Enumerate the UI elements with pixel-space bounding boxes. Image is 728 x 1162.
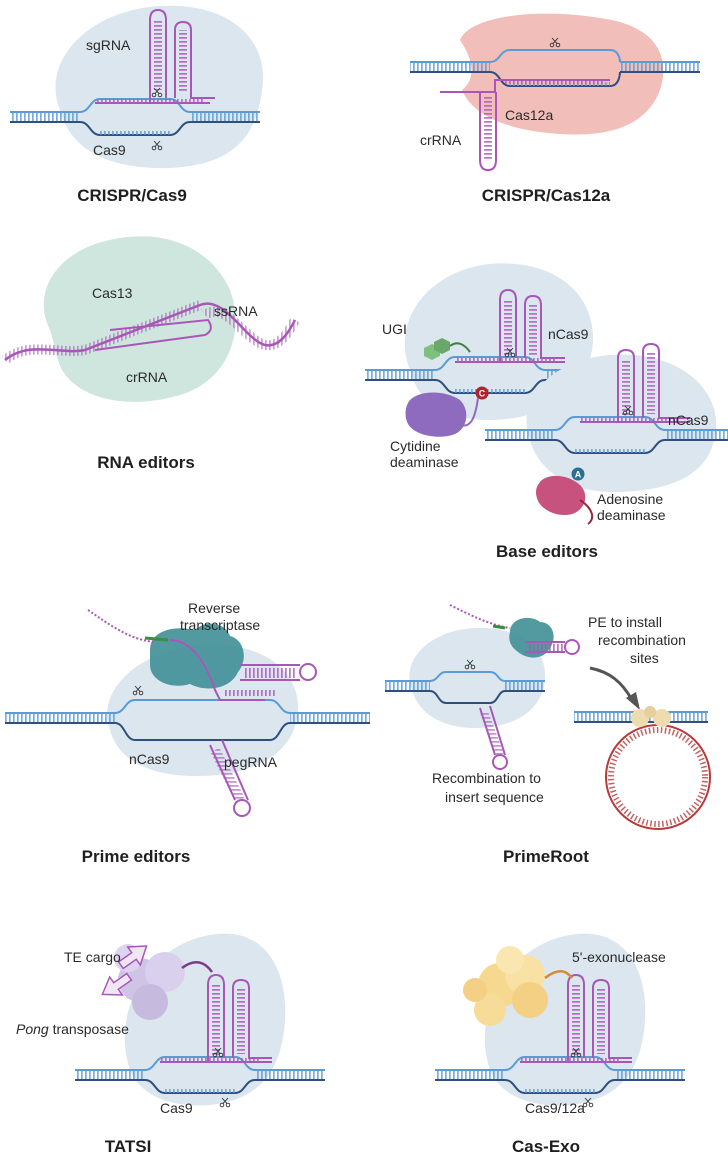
svg-text:A: A [575, 470, 582, 480]
label-adenosine: Adenosine [597, 491, 663, 507]
cas13-protein [43, 236, 236, 402]
label-cas12a: Cas12a [505, 107, 553, 123]
c-badge: C [475, 386, 489, 400]
label-crrna-rna: crRNA [126, 369, 168, 385]
title-primeroot: PrimeRoot [503, 847, 589, 866]
label-tatsi-cas9: Cas9 [160, 1100, 193, 1116]
title-prime-editors: Prime editors [82, 847, 191, 866]
svg-text:C: C [479, 389, 486, 399]
arrow-icon [589, 666, 634, 701]
title-cas-exo: Cas-Exo [512, 1137, 580, 1156]
ssrna-strand [1, 300, 300, 365]
label-pe-3: sites [630, 650, 659, 666]
label-transcriptase: transcriptase [180, 617, 260, 633]
label-rec-2: insert sequence [445, 789, 544, 805]
label-cas9-12a: Cas9/12a [525, 1100, 585, 1116]
panel-primeroot: PE to install recombination sites Recomb… [385, 604, 711, 866]
prime-dna [5, 699, 370, 741]
label-crrna: crRNA [420, 132, 462, 148]
label-pong-transposase: Pong transposase [16, 1021, 129, 1037]
label-te-cargo: TE cargo [64, 949, 121, 965]
label-ncas9-bottom: nCas9 [668, 412, 709, 428]
label-ugi: UGI [382, 321, 407, 337]
top-sgrna [455, 288, 565, 363]
label-deaminase-c: deaminase [390, 454, 459, 470]
label-cas9: Cas9 [93, 142, 126, 158]
panel-rna-editors: Cas13 ssRNA crRNA RNA editors [1, 236, 300, 472]
ncas9-bottom-protein [526, 354, 717, 493]
title-base-editors: Base editors [496, 542, 598, 561]
label-cytidine: Cytidine [390, 438, 441, 454]
bottom-sgrna [580, 342, 690, 423]
label-reverse: Reverse [188, 600, 240, 616]
cytidine-deaminase-enzyme [405, 392, 467, 437]
title-crispr-cas12a: CRISPR/Cas12a [482, 186, 611, 205]
tatsi-sgrna [160, 973, 272, 1063]
panel-crispr-cas12a: Cas12a crRNA CRISPR/Cas12a [410, 13, 700, 205]
title-crispr-cas9: CRISPR/Cas9 [77, 186, 187, 205]
panel-tatsi: TE cargo Pong transposase Cas9 TATSI [16, 933, 326, 1156]
label-pegrna: pegRNA [224, 754, 278, 770]
primeroot-dna [385, 671, 545, 704]
cas12a-protein [460, 13, 664, 135]
label-rec-1: Recombination to [432, 770, 541, 786]
label-ncas9-prime: nCas9 [129, 751, 170, 767]
label-pe-1: PE to install [588, 614, 662, 630]
pegrna-structure [87, 609, 317, 817]
ugi-domain [424, 338, 471, 360]
donor-circle [605, 724, 711, 830]
crrna-structure [440, 79, 610, 172]
panel-base-editors: C UGI nCas9 Cytidine deaminase A nCas9 A… [364, 263, 728, 561]
label-deaminase-a: deaminase [597, 507, 666, 523]
panel-cas-exo: 5'-exonuclease Cas9/12a Cas-Exo [434, 933, 686, 1156]
label-exonuclease: 5'-exonuclease [572, 949, 666, 965]
reverse-transcriptase-enzyme [150, 623, 244, 689]
arrow-head-icon [626, 692, 640, 710]
label-sgrna: sgRNA [86, 37, 131, 53]
te-cargo-arrows [101, 945, 148, 996]
primeroot-pegrna [449, 604, 580, 770]
label-cas13: Cas13 [92, 285, 133, 301]
a-badge: A [571, 467, 585, 481]
label-ncas9-top: nCas9 [548, 326, 589, 342]
label-ssrna: ssRNA [214, 303, 258, 319]
label-pe-2: recombination [598, 632, 686, 648]
adenosine-deaminase-enzyme [536, 475, 586, 516]
title-tatsi: TATSI [105, 1137, 152, 1156]
recombinase-enzymes [631, 706, 671, 727]
panel-crispr-cas9: sgRNA Cas9 CRISPR/Cas9 [9, 5, 264, 205]
cas12a-dna [410, 49, 700, 87]
title-rna-editors: RNA editors [97, 453, 195, 472]
exonuclease-enzyme [463, 946, 573, 1026]
panel-prime-editors: Reverse transcriptase nCas9 pegRNA Prime… [5, 600, 370, 866]
sgrna-structure [95, 8, 215, 104]
cas-exo-sgrna [520, 973, 632, 1063]
